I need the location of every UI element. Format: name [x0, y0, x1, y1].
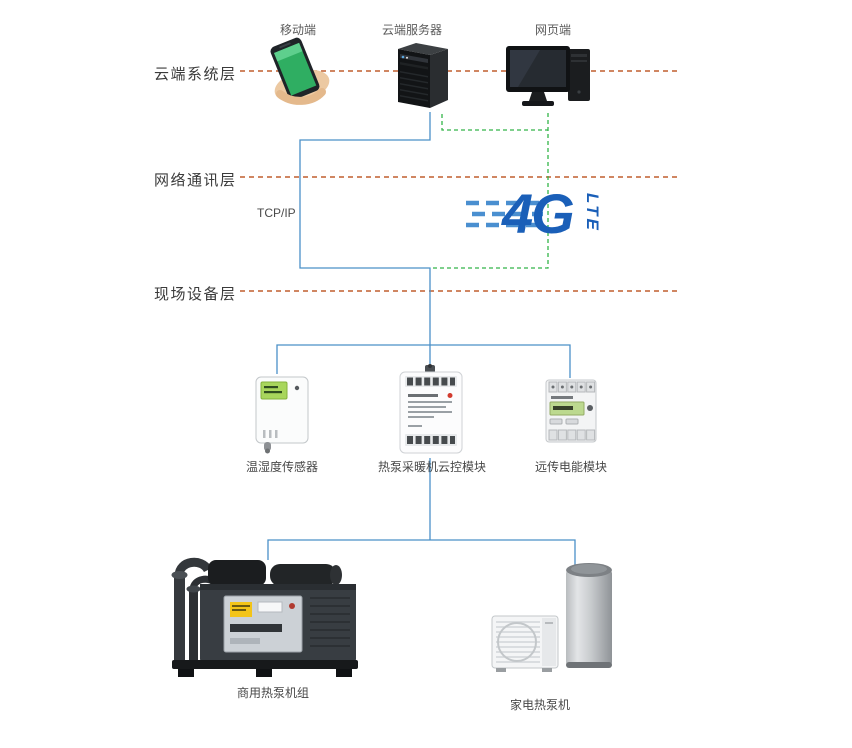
sensor-module-label: 温湿度传感器: [245, 460, 318, 474]
temp-humidity-sensor-icon: [255, 376, 309, 454]
mobile-node-label: 移动端: [279, 23, 316, 37]
remote-energy-meter-icon: [545, 379, 597, 443]
layer-label-cloud: 云端系统层: [154, 66, 237, 83]
cloud-control-module-label: 热泵采暖机云控模块: [377, 460, 486, 474]
commercial-heat-pump-label: 商用热泵机组: [236, 686, 309, 700]
server-node-label: 云端服务器: [381, 23, 442, 37]
household-heat-pump-icon: [491, 563, 612, 672]
mobile-phone-in-hand-icon: [270, 37, 330, 105]
layer-label-network: 网络通讯层: [154, 172, 237, 189]
tcpip-label: TCP/IP: [257, 206, 296, 220]
lte-speed-lines: [466, 200, 543, 228]
heat-pump-cloud-control-module-icon: [399, 364, 463, 454]
layer-label-field: 现场设备层: [154, 286, 237, 303]
household-heat-pump-label: 家电热泵机: [509, 698, 570, 712]
lte-logo-lte: LTE: [583, 193, 602, 233]
server-tower-icon: [398, 43, 448, 108]
wired-link-lines: [267, 112, 576, 568]
commercial-heat-pump-unit-icon: [171, 557, 358, 677]
energy-meter-module-label: 远传电能模块: [534, 460, 607, 474]
desktop-computer-icon: [506, 46, 590, 106]
lte-logo-4g: 4G: [502, 182, 575, 245]
wireless-link-lines: [432, 113, 549, 269]
web-node-label: 网页端: [534, 23, 571, 37]
